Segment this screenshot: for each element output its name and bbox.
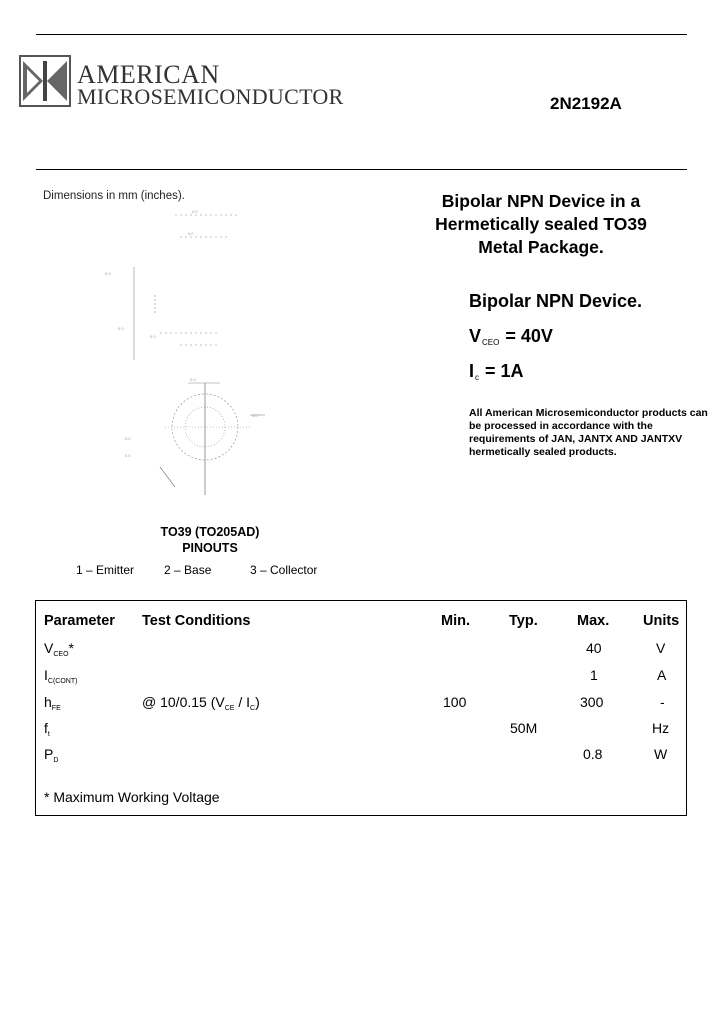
brand-line-1: AMERICAN [77,60,220,89]
max-vceo: 40 [586,640,602,656]
ic-value: = 1A [485,361,524,381]
param-pd: PD [44,746,59,764]
package-name: TO39 (TO205AD) [160,525,260,539]
device-subtitle: Bipolar NPN Device. [469,291,643,311]
company-logo-icon [19,55,71,107]
dimensions-caption: Dimensions in mm (inches). [43,190,185,202]
param-ft: ft [44,720,50,738]
svg-text:0.0: 0.0 [252,413,258,418]
typ-ft: 50M [510,720,538,736]
max-hfe: 300 [580,694,604,710]
svg-text:0.0: 0.0 [118,326,124,331]
ratings-table [35,600,687,816]
pin-base: 2 – Base [164,563,212,577]
table-footnote: * Maximum Working Voltage [44,789,220,805]
svg-text:0.0: 0.0 [125,436,131,441]
header-typ: Typ. [509,613,538,629]
param-vceo: VCEO* [44,640,74,658]
unit-ft: Hz [652,720,670,736]
ic-symbol: I [469,361,475,381]
ic-spec: Ic = 1A [469,361,524,382]
package-caption: TO39 (TO205AD) PINOUTS [140,524,280,556]
title-line-3: Metal Package. [478,237,604,257]
svg-text:0.0: 0.0 [188,231,194,236]
header-min: Min. [441,613,470,629]
device-title: Bipolar NPN Device in a Hermetically sea… [420,190,662,259]
unit-hfe: - [660,694,665,710]
part-number: 2N2192A [550,94,622,113]
param-ic: IC(CONT) [44,667,78,685]
param-hfe: hFE [44,694,61,712]
unit-vceo: V [656,640,666,656]
header-max: Max. [577,613,610,629]
header-conditions: Test Conditions [142,613,251,629]
header-rule [36,169,687,170]
header-parameter: Parameter [44,613,115,629]
unit-pd: W [654,746,668,762]
brand-line-2: MICROSEMICONDUCTOR [77,84,344,109]
min-hfe: 100 [443,694,467,710]
pinouts-label: PINOUTS [182,541,238,555]
package-outline-drawing: 0.0 0.0 0.0 0.0 0.0 0.0 0.0 0.0 0.0 [105,209,265,495]
svg-text:0.0: 0.0 [150,334,156,339]
svg-text:0.0: 0.0 [125,453,131,458]
max-pd: 0.8 [583,746,603,762]
cond-hfe: @ 10/0.15 (VCE / IC) [142,694,260,712]
title-line-1: Bipolar NPN Device in a [441,191,641,211]
svg-text:0.0: 0.0 [192,209,198,214]
max-ic: 1 [590,667,598,683]
vceo-value: = 40V [505,326,553,346]
top-rule [36,34,687,35]
ic-subscript: c [475,373,480,382]
vceo-symbol: V [469,326,482,346]
unit-ic: A [657,667,667,683]
qualification-note: All American Microsemiconductor products… [469,407,708,458]
svg-text:0.0: 0.0 [105,271,111,276]
svg-text:0.0: 0.0 [190,377,196,382]
pin-emitter: 1 – Emitter [76,563,135,577]
title-line-2: Hermetically sealed TO39 [435,214,647,234]
vceo-spec: VCEO = 40V [469,326,553,347]
pin-collector: 3 – Collector [250,563,318,577]
vceo-subscript: CEO [482,338,500,347]
header-units: Units [643,613,680,629]
